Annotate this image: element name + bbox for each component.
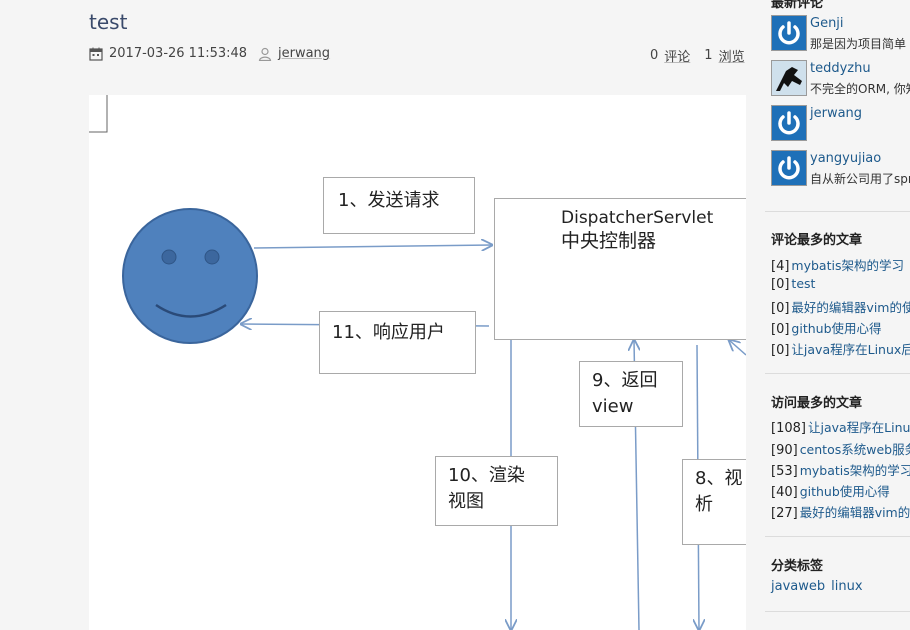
comment-item: Genji 那是因为项目简单 [771,15,910,53]
comment-author-link[interactable]: Genji [810,16,844,31]
article-link[interactable]: centos系统web服务 [799,442,910,457]
article-link[interactable]: 让java程序在Linux后 [791,342,910,357]
post-title: test [89,10,128,34]
article-link[interactable]: 最好的编辑器vim的使 [791,300,910,315]
comment-author-link[interactable]: teddyzhu [810,61,871,76]
comment-author-link[interactable]: yangyujiao [810,151,882,166]
divider [765,211,910,212]
tag-link[interactable]: javaweb [771,579,826,594]
most-viewed-heading: 访问最多的文章 [771,396,863,411]
comment-item: yangyujiao 自从新公司用了spri [771,150,910,188]
post-date-text: 2017-03-26 11:53:48 [109,46,248,61]
tag-list: javaweb linux [771,579,869,594]
silhouette-photo-icon [771,60,807,96]
article-link[interactable]: mybatis架构的学习 [799,463,910,478]
send-request-box: 1、发送请求 [323,177,475,234]
sidebar: 最新评论 Genji 那是因为项目简单 teddyzhu 不完全的ORM, 你知… [757,0,910,630]
list-item: [90]centos系统web服务 [771,439,910,458]
divider [765,536,910,537]
most-commented-heading: 评论最多的文章 [771,233,863,248]
list-item: [0]让java程序在Linux后 [771,339,910,358]
list-item: [0]github使用心得 [771,321,882,337]
comment-link[interactable]: 评论 [664,50,691,65]
power-icon [771,150,807,186]
category-tags-heading: 分类标签 [771,559,824,574]
calendar-icon [89,47,103,61]
render-view-box: 10、渲染 视图 [435,456,558,526]
post-date: 2017-03-26 11:53:48 [89,46,247,61]
list-item: [27]最好的编辑器vim的使 [771,502,910,521]
user-smiley-icon [122,208,258,344]
comment-count: 0 [650,48,659,63]
user-icon [258,47,272,61]
list-item: [40]github使用心得 [771,484,890,500]
list-item: [53]mybatis架构的学习 [771,460,910,479]
article-link[interactable]: 最好的编辑器vim的使 [799,505,910,520]
list-item: [108]让java程序在Linux [771,417,910,436]
article-link[interactable]: test [791,276,816,291]
dispatcher-servlet-box: DispatcherServlet 中央控制器 [494,198,746,340]
comment-text[interactable]: 那是因为项目简单 [810,37,907,51]
power-icon [771,15,807,51]
view-count: 1 [704,48,713,63]
latest-comments-heading: 最新评论 [771,0,824,11]
article-link[interactable]: 让java程序在Linux [807,420,910,435]
list-item: [4]mybatis架构的学习 [771,258,904,274]
view-resolve-box: 8、视 析 [682,459,746,545]
list-item: [0]test [771,276,816,292]
divider [765,373,910,374]
post-author: jerwang [258,46,330,61]
article-link[interactable]: github使用心得 [799,484,890,499]
comment-item: teddyzhu 不完全的ORM, 你知 [771,60,910,98]
return-view-box: 9、返回 view [579,361,683,427]
comment-item: jerwang [771,105,910,143]
main-content: test 2017-03-26 11:53:48 jerwang 0 评论 1 … [89,10,746,630]
article-link[interactable]: mybatis架构的学习 [791,258,904,273]
view-label: 浏览 [718,50,745,65]
comment-text[interactable]: 自从新公司用了spri [810,172,910,186]
author-link[interactable]: jerwang [278,46,331,61]
list-item: [0]最好的编辑器vim的使 [771,297,910,316]
power-icon [771,105,807,141]
divider [765,611,910,612]
comment-author-link[interactable]: jerwang [810,106,863,121]
diagram-lines [89,95,746,630]
post-stats: 0 评论 1 浏览 [650,46,745,65]
tag-link[interactable]: linux [831,579,863,594]
response-box: 11、响应用户 [319,311,476,374]
comment-text[interactable]: 不完全的ORM, 你知 [810,82,910,96]
post-diagram-image: 1、发送请求 DispatcherServlet 中央控制器 11、响应用户 9… [89,95,746,630]
article-link[interactable]: github使用心得 [791,321,882,336]
